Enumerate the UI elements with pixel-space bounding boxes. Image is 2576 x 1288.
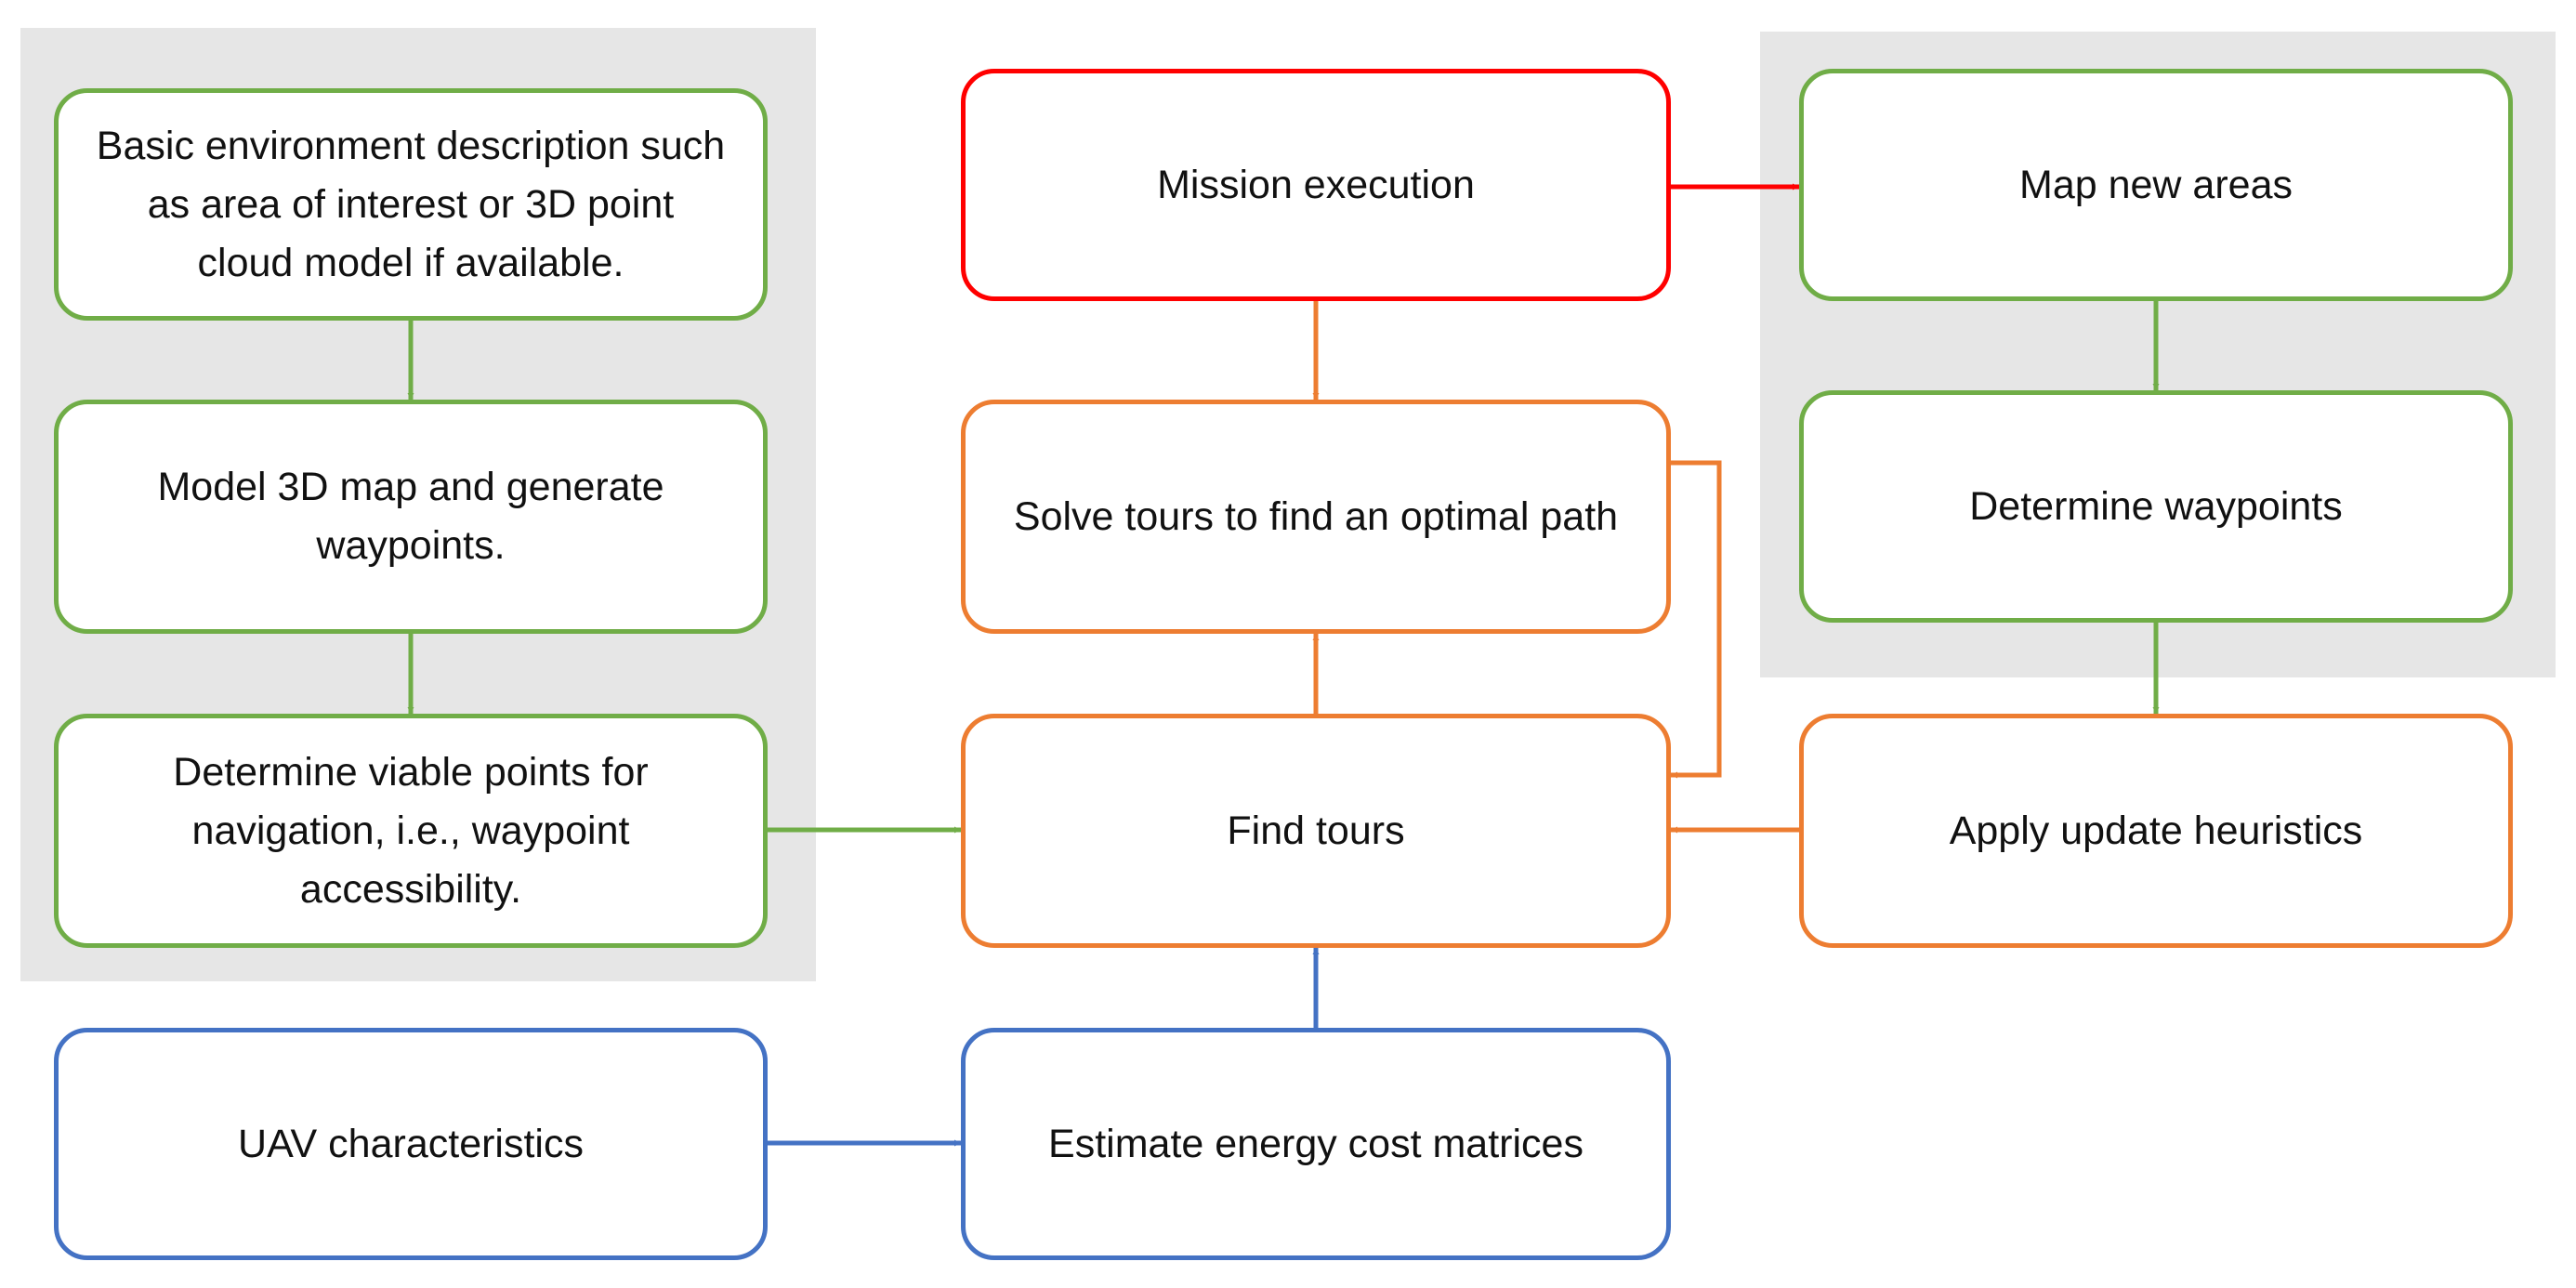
node-energy-cost-label: Estimate energy cost matrices [1048, 1121, 1584, 1166]
node-update-heuristics: Apply update heuristics [1799, 714, 2513, 948]
node-uav-characteristics: UAV characteristics [54, 1028, 768, 1260]
node-env-description: Basic environment description such as ar… [54, 88, 768, 321]
node-solve-tours-label: Solve tours to find an optimal path [1013, 493, 1619, 539]
node-mission-execution: Mission execution [961, 69, 1671, 301]
node-viable-points: Determine viable points for navigation, … [54, 714, 768, 948]
node-viable-points-label: Determine viable points for navigation, … [173, 749, 649, 912]
node-find-tours-label: Find tours [1227, 808, 1405, 853]
node-env-description-label: Basic environment description such as ar… [96, 123, 726, 285]
node-model-3d-map: Model 3D map and generate waypoints. [54, 400, 768, 634]
edge-solve-to-find [1671, 460, 1722, 779]
node-determine-waypoints: Determine waypoints [1799, 390, 2513, 623]
node-uav-characteristics-label: UAV characteristics [238, 1121, 584, 1166]
node-map-new-areas-label: Map new areas [2019, 162, 2293, 207]
node-update-heuristics-label: Apply update heuristics [1949, 808, 2363, 853]
node-map-new-areas: Map new areas [1799, 69, 2513, 301]
node-find-tours: Find tours [961, 714, 1671, 948]
node-solve-tours: Solve tours to find an optimal path [961, 400, 1671, 634]
node-mission-execution-label: Mission execution [1157, 162, 1475, 207]
node-determine-waypoints-label: Determine waypoints [1969, 483, 2343, 529]
node-model-3d-map-label: Model 3D map and generate waypoints. [157, 465, 664, 568]
node-energy-cost: Estimate energy cost matrices [961, 1028, 1671, 1260]
